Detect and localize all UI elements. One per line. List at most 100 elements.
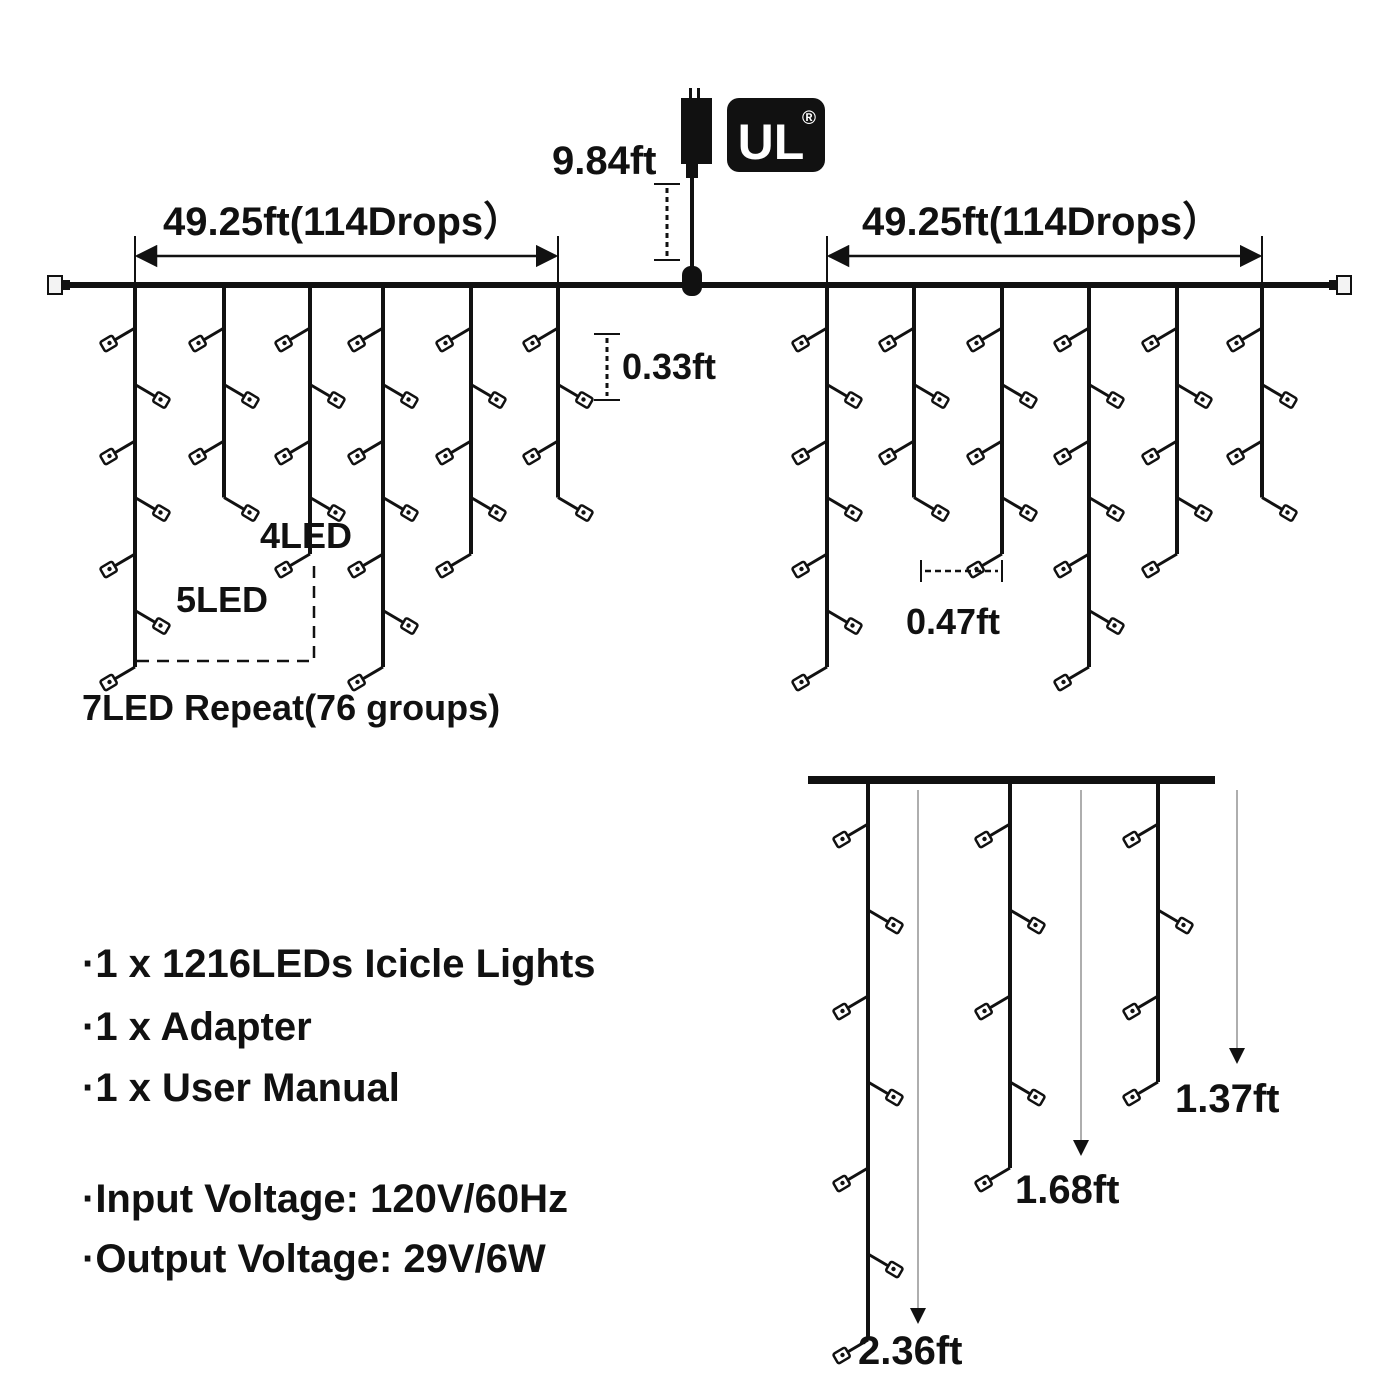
led-bulb [966, 439, 1003, 466]
led-bulb [522, 326, 559, 353]
spec-input-voltage: ·Input Voltage: 120V/60Hz [82, 1177, 568, 1221]
led-bulb [832, 822, 869, 849]
led-bulb [1053, 665, 1090, 692]
led-bulb [557, 496, 594, 522]
led-bulb [134, 496, 171, 522]
led-bulb [913, 496, 950, 522]
icicle-drop [188, 288, 260, 522]
led-bulb [966, 552, 1003, 579]
led-bulb [435, 326, 472, 353]
led-bulb [347, 326, 384, 353]
cord-length-label: 9.84ft [552, 139, 657, 183]
led-bulb [134, 383, 171, 409]
led-bulb [347, 552, 384, 579]
package-item: ·1 x Adapter [82, 1005, 312, 1049]
label-5led: 5LED [176, 579, 268, 620]
icicle-drop [966, 288, 1038, 579]
length-label-long: 2.36ft [858, 1329, 963, 1373]
led-bulb [966, 326, 1003, 353]
led-bulb [1226, 439, 1263, 466]
led-bulb [791, 552, 828, 579]
svg-text:®: ® [802, 108, 816, 129]
label-4led: 4LED [260, 515, 352, 556]
led-bulb [522, 439, 559, 466]
led-bulb [791, 439, 828, 466]
led-bulb [1261, 496, 1298, 522]
plug-adapter-icon [681, 88, 712, 296]
drop-spacing-dimension [920, 560, 1003, 582]
led-bulb [974, 994, 1011, 1021]
led-bulb [274, 326, 311, 353]
length-label-short: 1.37ft [1175, 1077, 1280, 1121]
repeat-label: 7LED Repeat(76 groups) [82, 687, 500, 728]
led-bulb [309, 496, 346, 522]
led-bulb [867, 1252, 904, 1279]
led-bulb [878, 439, 915, 466]
led-bulb [1141, 326, 1178, 353]
led-bulb [382, 383, 419, 409]
led-bulb [274, 439, 311, 466]
led-bulb [1088, 383, 1125, 409]
bulb-spacing-dimension [594, 333, 620, 401]
icicle-drop [878, 288, 950, 522]
bottom-icicle-drops [832, 784, 1194, 1365]
svg-text:UL: UL [738, 114, 805, 170]
led-bulb [134, 609, 171, 635]
led-bulb [878, 326, 915, 353]
led-bulb [1009, 908, 1046, 935]
icicle-drop [1122, 784, 1194, 1107]
led-bulb [435, 552, 472, 579]
led-bulb [1053, 552, 1090, 579]
end-connector-icon [47, 275, 70, 295]
left-span-label: 49.25ft(114Drops） [163, 200, 523, 244]
right-span-dimension [826, 236, 1263, 290]
led-bulb [99, 439, 136, 466]
led-bulb [470, 383, 507, 409]
led-bulb [557, 383, 594, 409]
led-bulb [1053, 326, 1090, 353]
icicle-drop [1226, 288, 1298, 522]
led-bulb [791, 665, 828, 692]
led-bulb [223, 383, 260, 409]
icicle-drop [832, 784, 904, 1365]
led-bulb [99, 326, 136, 353]
end-connector-icon [1329, 275, 1352, 295]
led-bulb [382, 496, 419, 522]
led-bulb [1053, 439, 1090, 466]
icicle-drop [347, 288, 419, 692]
length-arrow-medium [1073, 790, 1089, 1156]
led-bulb [1157, 908, 1194, 935]
led-bulb [1261, 383, 1298, 409]
led-bulb [188, 326, 225, 353]
led-bulb [832, 1166, 869, 1193]
led-bulb [826, 496, 863, 522]
led-bulb [974, 822, 1011, 849]
group-bracket [137, 558, 316, 663]
led-bulb [1176, 496, 1213, 522]
led-bulb [791, 326, 828, 353]
icicle-drop [99, 288, 171, 692]
length-arrow-long [910, 790, 926, 1324]
drop-spacing-label: 0.47ft [906, 601, 1000, 642]
ul-certification-logo: UL ® [727, 98, 825, 172]
icicle-drop [274, 288, 346, 579]
icicle-drop [522, 288, 594, 522]
icicle-drop [1053, 288, 1125, 692]
led-bulb [1088, 609, 1125, 635]
package-item: ·1 x 1216LEDs Icicle Lights [82, 942, 596, 986]
led-bulb [1141, 439, 1178, 466]
spec-output-voltage: ·Output Voltage: 29V/6W [82, 1237, 546, 1281]
package-item: ·1 x User Manual [82, 1066, 400, 1110]
led-bulb [826, 383, 863, 409]
led-bulb [1088, 496, 1125, 522]
length-arrow-short [1229, 790, 1245, 1064]
led-bulb [1141, 552, 1178, 579]
led-bulb [99, 552, 136, 579]
led-bulb [832, 1338, 869, 1365]
led-bulb [382, 609, 419, 635]
led-bulb [1122, 994, 1159, 1021]
top-icicle-drops [99, 288, 1298, 692]
led-bulb [974, 1166, 1011, 1193]
icicle-drop [435, 288, 507, 579]
